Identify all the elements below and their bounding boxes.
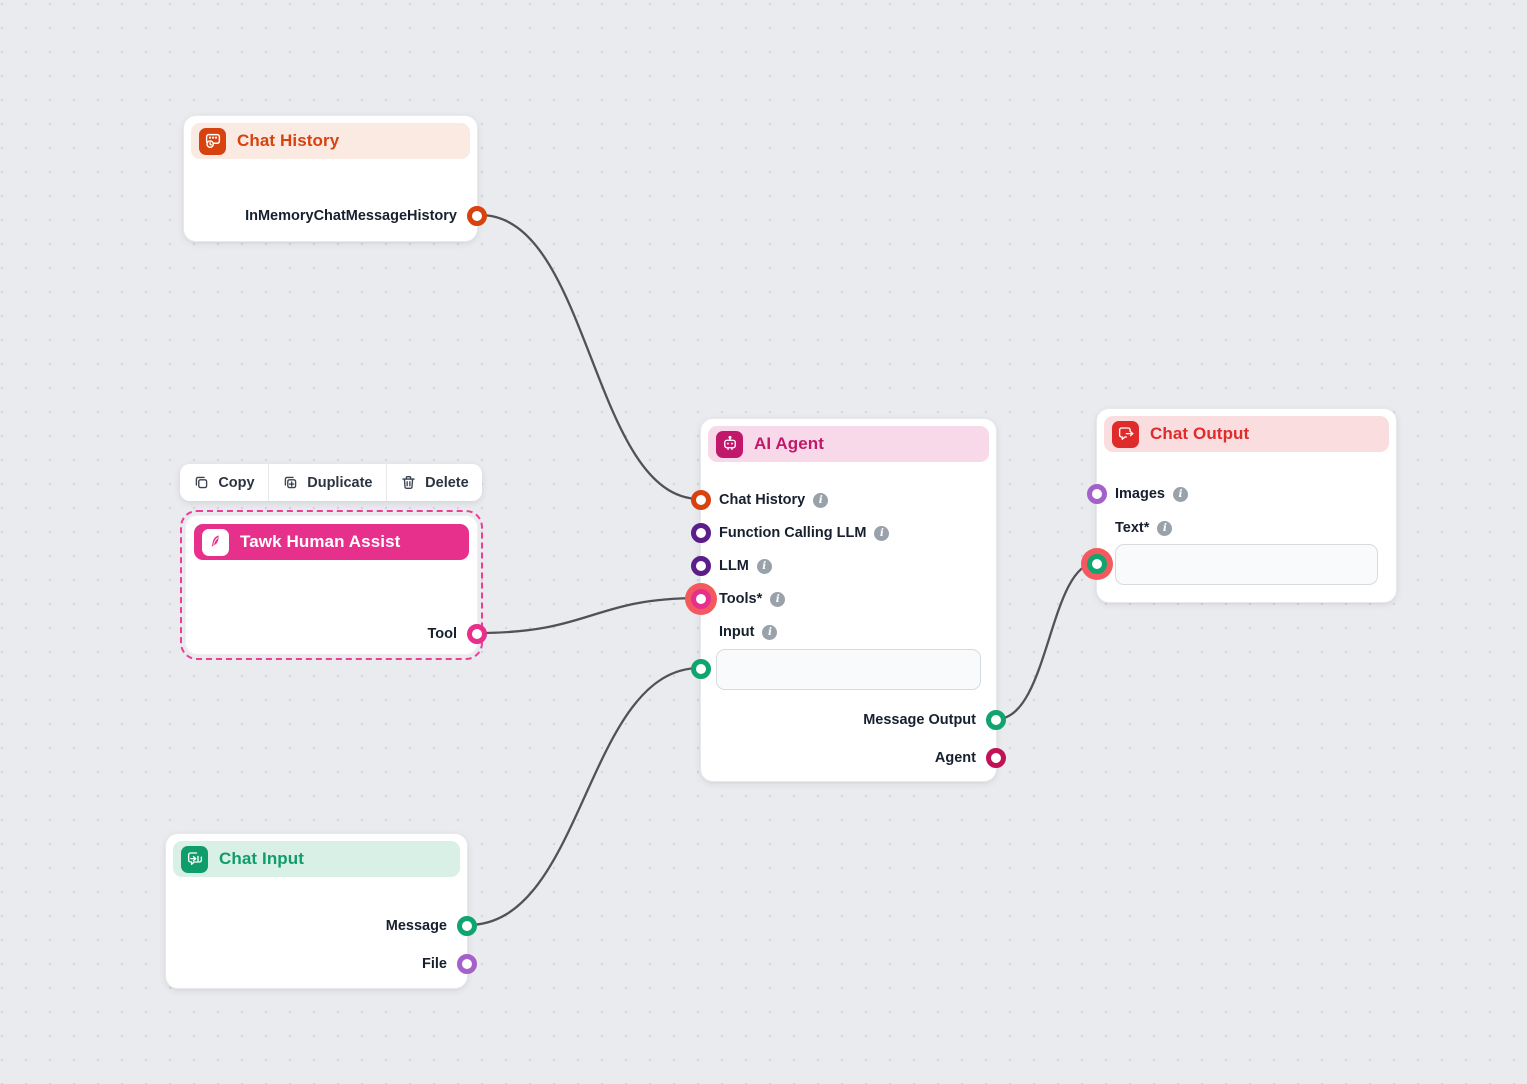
input-label: LLM: [719, 558, 749, 574]
input-label: Tools*: [719, 591, 763, 607]
output-label: Message Output: [863, 712, 976, 728]
input-label: Input: [719, 624, 755, 640]
node-chat-input[interactable]: Chat Input Message File: [165, 833, 477, 989]
info-icon[interactable]: i: [874, 525, 890, 541]
input-row-text: Text* i: [1097, 512, 1396, 544]
node-chat-output-header: Chat Output: [1104, 416, 1389, 452]
node-title: Chat Output: [1150, 424, 1250, 443]
port-message-output[interactable]: [986, 710, 1006, 730]
node-title: AI Agent: [754, 434, 825, 453]
edge-chatinput-to-aiagent-input[interactable]: [466, 666, 702, 927]
output-row-tool: Tool: [186, 618, 487, 650]
node-title: Chat History: [237, 131, 340, 150]
copy-icon: [196, 476, 208, 489]
chat-output-icon: [1112, 420, 1139, 448]
duplicate-label: Duplicate: [307, 474, 373, 491]
node-ai-agent-header: AI Agent: [708, 426, 989, 462]
port-message-output[interactable]: [457, 916, 477, 936]
port-inmemorychatmessagehistory-output[interactable]: [467, 206, 487, 226]
node-tawk-human-assist-selection: Tawk Human Assist Tool: [180, 510, 487, 660]
output-row-file: File: [166, 948, 477, 980]
output-row-message-output: Message Output: [701, 704, 1006, 736]
node-title: Chat Input: [219, 849, 305, 868]
port-agent-output[interactable]: [986, 748, 1006, 768]
input-label: Function Calling LLM: [719, 525, 867, 541]
info-icon[interactable]: i: [756, 558, 772, 574]
port-chat-history-input[interactable]: [691, 490, 711, 510]
node-tawk-human-assist[interactable]: Tawk Human Assist Tool: [185, 515, 487, 655]
output-label: InMemoryChatMessageHistory: [245, 208, 457, 224]
input-label: Images: [1115, 486, 1165, 502]
edge-tawk-to-aiagent-tools[interactable]: [476, 596, 702, 635]
output-label: File: [422, 956, 447, 972]
duplicate-button[interactable]: Duplicate: [268, 464, 386, 501]
output-label: Message: [385, 918, 447, 934]
output-label: Tool: [427, 626, 457, 642]
output-row-inmemorychatmessagehistory: InMemoryChatMessageHistory: [184, 200, 487, 232]
copy-label: Copy: [218, 474, 255, 491]
edge-chathistory-to-aiagent[interactable]: [478, 213, 702, 501]
input-row-input: Input i: [701, 616, 996, 648]
output-row-message: Message: [166, 910, 477, 942]
input-label: Chat History: [719, 492, 806, 508]
port-llm-input[interactable]: [691, 556, 711, 576]
input-row-function-calling-llm: Function Calling LLM i: [691, 517, 996, 549]
input-label: Text*: [1115, 520, 1150, 536]
input-row-llm: LLM i: [691, 550, 996, 582]
info-icon[interactable]: i: [813, 492, 829, 508]
info-icon[interactable]: i: [770, 591, 786, 607]
input-row-chat-history: Chat History i: [691, 484, 996, 516]
node-tawk-header: Tawk Human Assist: [194, 524, 469, 560]
text-field[interactable]: [1115, 544, 1378, 585]
trash-icon: [402, 476, 415, 489]
delete-label: Delete: [425, 474, 469, 491]
port-function-calling-llm-input[interactable]: [691, 523, 711, 543]
robot-icon: [716, 430, 743, 458]
port-images-input[interactable]: [1087, 484, 1107, 504]
input-row-images: Images i: [1087, 478, 1396, 510]
port-text-input[interactable]: [1087, 554, 1107, 574]
node-chat-history[interactable]: Chat History InMemoryChatMessageHistory: [183, 115, 487, 242]
output-label: Agent: [934, 750, 976, 766]
node-ai-agent[interactable]: AI Agent Chat History i Function Calling…: [691, 418, 1006, 782]
node-chat-history-header: Chat History: [191, 123, 470, 159]
output-row-agent: Agent: [701, 742, 1006, 774]
port-tools-input[interactable]: [691, 589, 711, 609]
copy-button[interactable]: Copy: [180, 464, 268, 501]
input-field[interactable]: [716, 649, 981, 690]
toolbar-divider: [267, 464, 269, 501]
chat-history-icon: [199, 127, 226, 155]
info-icon[interactable]: i: [1172, 486, 1188, 502]
selection-toolbar: Copy Duplicate Delete: [180, 464, 482, 501]
duplicate-icon: [284, 476, 297, 489]
node-chat-output[interactable]: Chat Output Images i Text* i: [1087, 408, 1397, 603]
info-icon[interactable]: i: [762, 624, 778, 640]
tawk-feather-icon: [202, 528, 229, 556]
chat-input-icon: [181, 845, 208, 873]
edge-aiagent-to-chatoutput-text[interactable]: [995, 561, 1098, 721]
node-title: Tawk Human Assist: [240, 532, 401, 551]
node-chat-input-header: Chat Input: [173, 841, 460, 877]
port-input-handle[interactable]: [691, 659, 711, 679]
port-file-output[interactable]: [457, 954, 477, 974]
delete-button[interactable]: Delete: [386, 464, 482, 501]
port-tool-output[interactable]: [467, 624, 487, 644]
info-icon[interactable]: i: [1157, 520, 1173, 536]
input-row-tools: Tools* i: [691, 583, 996, 615]
toolbar-divider: [385, 464, 387, 501]
